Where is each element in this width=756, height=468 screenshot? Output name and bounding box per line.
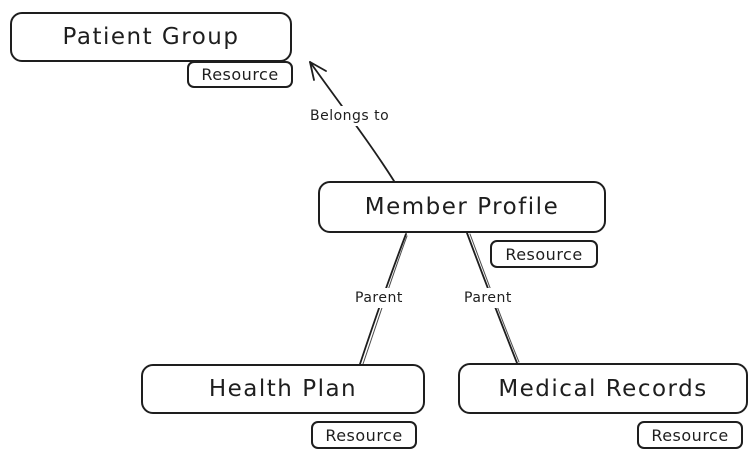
badge-patient-group-resource-label: Resource <box>201 65 279 84</box>
node-medical-records[interactable]: Medical Records <box>458 363 748 414</box>
badge-health-plan-resource-label: Resource <box>325 425 403 445</box>
edge-belongs-to-arrowhead <box>309 61 327 81</box>
node-health-plan[interactable]: Health Plan <box>141 364 425 414</box>
badge-medical-records-resource-label: Resource <box>651 425 729 445</box>
badge-health-plan-resource[interactable]: Resource <box>311 421 417 449</box>
node-member-profile-label: Member Profile <box>364 194 560 220</box>
badge-member-profile-resource[interactable]: Resource <box>490 240 598 268</box>
node-patient-group[interactable]: Patient Group <box>10 12 292 62</box>
edge-label-belongs-to: Belongs to <box>305 106 395 126</box>
node-medical-records-label: Medical Records <box>498 375 708 402</box>
badge-medical-records-resource[interactable]: Resource <box>637 421 743 449</box>
node-patient-group-label: Patient Group <box>62 24 240 50</box>
edge-label-parent-right: Parent <box>459 288 517 308</box>
edge-label-parent-left: Parent <box>350 288 408 308</box>
badge-patient-group-resource[interactable]: Resource <box>187 61 293 88</box>
badge-member-profile-resource-label: Resource <box>505 244 583 264</box>
node-member-profile[interactable]: Member Profile <box>318 181 606 233</box>
node-health-plan-label: Health Plan <box>208 376 358 402</box>
